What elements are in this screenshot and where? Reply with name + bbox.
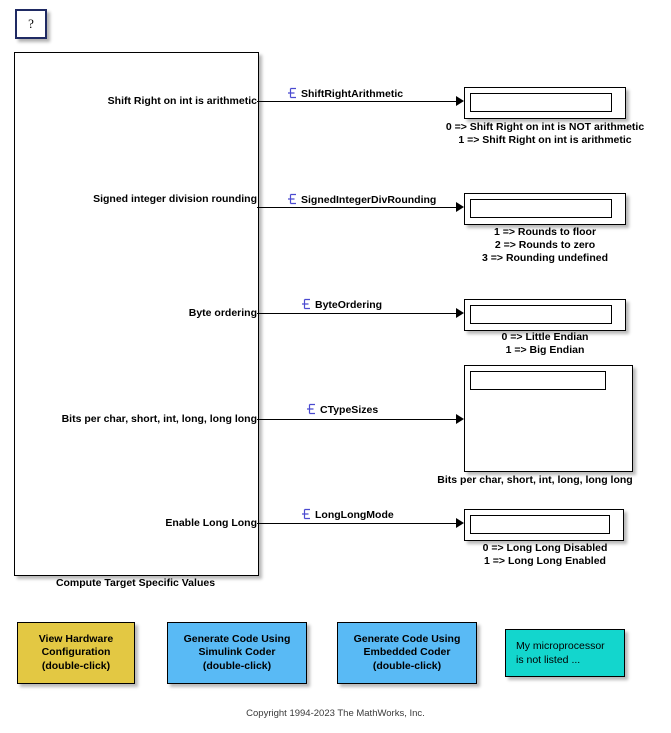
display-caption-ctypesizes: Bits per char, short, int, long, long lo…: [400, 474, 670, 487]
caption-line: 0 => Long Long Disabled: [482, 542, 608, 554]
display-value-signedintegerdivrounding: [470, 199, 612, 218]
display-value-ctypesizes: [470, 371, 606, 390]
subsystem-caption: Compute Target Specific Values: [55, 577, 216, 589]
signal-label-icon: [302, 298, 313, 313]
signal-line-signedintegerdivrounding[interactable]: [257, 207, 456, 208]
generate-code-simulink-coder-button[interactable]: Generate Code Using Simulink Coder (doub…: [167, 622, 307, 684]
signal-arrow-shiftrightarithmetic: [456, 96, 464, 106]
signal-line-longlongmode[interactable]: [257, 523, 456, 524]
signal-name-text: LongLongMode: [315, 509, 394, 521]
signal-label-ctypesizes: CTypeSizes: [307, 403, 378, 418]
caption-line: 3 => Rounding undefined: [482, 252, 608, 264]
signal-name-text: ByteOrdering: [315, 299, 383, 311]
help-button[interactable]: ?: [15, 9, 47, 39]
signal-line-byteordering[interactable]: [257, 313, 456, 314]
signal-name-text: ShiftRightArithmetic: [301, 88, 404, 100]
caption-line: 0 => Shift Right on int is NOT arithmeti…: [445, 121, 645, 133]
caption-line: 1 => Shift Right on int is arithmetic: [458, 134, 632, 146]
signal-name-text: CTypeSizes: [320, 404, 379, 416]
caption-line: Bits per char, short, int, long, long lo…: [437, 474, 633, 486]
signal-arrow-signedintegerdivrounding: [456, 202, 464, 212]
display-caption-shiftrightarithmetic: 0 => Shift Right on int is NOT arithmeti…: [420, 121, 670, 147]
signal-label-icon: [307, 403, 318, 418]
button-label: My microprocessor is not listed ...: [516, 640, 605, 666]
display-caption-longlongmode: 0 => Long Long Disabled 1 => Long Long E…: [420, 542, 670, 568]
signal-label-longlongmode: LongLongMode: [302, 508, 394, 523]
signal-label-icon: [302, 508, 313, 523]
port-label-shift-right-arithmetic: Shift Right on int is arithmetic: [107, 95, 257, 107]
signal-label-byteordering: ByteOrdering: [302, 298, 382, 313]
display-caption-byteordering: 0 => Little Endian 1 => Big Endian: [420, 331, 670, 357]
button-label: View Hardware Configuration (double-clic…: [38, 632, 114, 672]
signal-label-icon: [288, 87, 299, 102]
display-block-ctypesizes[interactable]: [464, 365, 633, 472]
caption-line: 1 => Big Endian: [505, 344, 585, 356]
display-value-longlongmode: [470, 515, 610, 534]
port-label-enable-long-long: Enable Long Long: [165, 517, 257, 529]
signal-line-ctypesizes[interactable]: [257, 419, 456, 420]
generate-code-embedded-coder-button[interactable]: Generate Code Using Embedded Coder (doub…: [337, 622, 477, 684]
signal-arrow-ctypesizes: [456, 414, 464, 424]
port-label-signed-integer-division-rounding: Signed integer division rounding: [93, 193, 257, 205]
caption-line: 1 => Long Long Enabled: [484, 555, 606, 567]
question-mark-icon: ?: [28, 16, 34, 31]
copyright-text: Copyright 1994-2023 The MathWorks, Inc.: [246, 708, 425, 719]
display-value-byteordering: [470, 305, 612, 324]
signal-line-shiftrightarithmetic[interactable]: [257, 101, 456, 102]
display-block-shiftrightarithmetic[interactable]: [464, 87, 626, 119]
view-hardware-configuration-button[interactable]: View Hardware Configuration (double-clic…: [17, 622, 135, 684]
button-label: Generate Code Using Simulink Coder (doub…: [183, 632, 291, 672]
caption-line: 2 => Rounds to zero: [494, 239, 596, 251]
signal-arrow-byteordering: [456, 308, 464, 318]
display-block-longlongmode[interactable]: [464, 509, 624, 541]
caption-line: 0 => Little Endian: [501, 331, 589, 343]
display-value-shiftrightarithmetic: [470, 93, 612, 112]
display-block-byteordering[interactable]: [464, 299, 626, 331]
button-label: Generate Code Using Embedded Coder (doub…: [353, 632, 461, 672]
signal-arrow-longlongmode: [456, 518, 464, 528]
port-label-byte-ordering: Byte ordering: [188, 307, 257, 319]
signal-label-signedintegerdivrounding: SignedIntegerDivRounding: [288, 193, 436, 208]
signal-name-text: SignedIntegerDivRounding: [301, 194, 437, 206]
signal-label-icon: [288, 193, 299, 208]
port-label-bits-per-type: Bits per char, short, int, long, long lo…: [61, 413, 257, 425]
signal-label-shiftrightarithmetic: ShiftRightArithmetic: [288, 87, 403, 102]
display-caption-signedintegerdivrounding: 1 => Rounds to floor 2 => Rounds to zero…: [420, 226, 670, 265]
compute-target-specific-values-subsystem[interactable]: [14, 52, 259, 576]
display-block-signedintegerdivrounding[interactable]: [464, 193, 626, 225]
microprocessor-not-listed-button[interactable]: My microprocessor is not listed ...: [505, 629, 625, 677]
caption-line: 1 => Rounds to floor: [493, 226, 597, 238]
